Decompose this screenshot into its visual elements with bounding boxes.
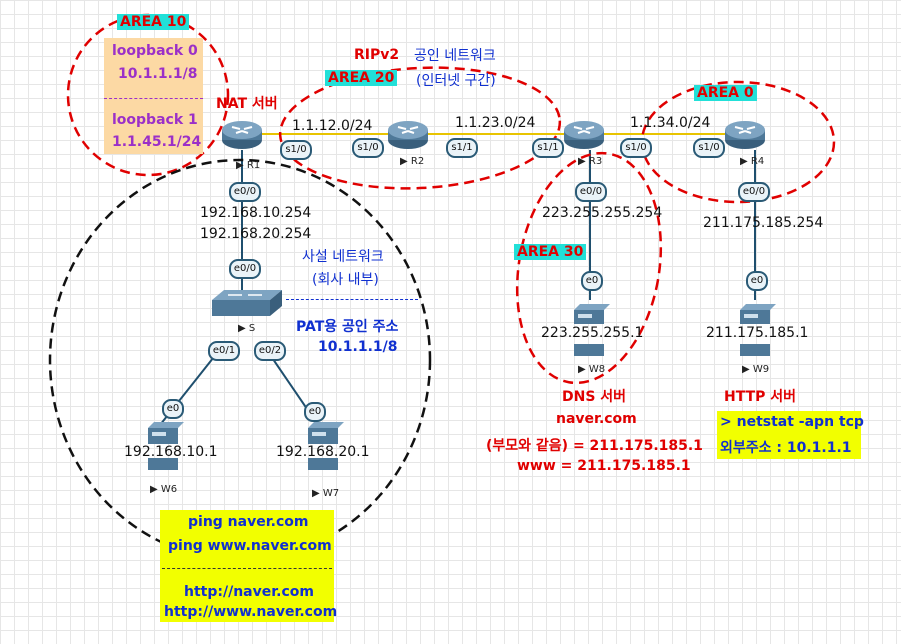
area20-label: AREA 20 — [325, 70, 398, 86]
network-1-1-34: 1.1.34.0/24 — [630, 115, 711, 131]
http-foreign-addr: 외부주소 : 10.1.1.1 — [720, 440, 852, 456]
area0-label: AREA 0 — [694, 85, 757, 101]
area20-ellipse — [278, 66, 562, 190]
router-r1-icon — [222, 121, 262, 149]
network-1-1-12: 1.1.12.0/24 — [292, 118, 373, 134]
w7-e0-port: e0 — [304, 402, 326, 422]
s-e0-1-port: e0/1 — [208, 341, 240, 361]
server-w7-icon — [308, 422, 344, 470]
pat-ip-label: 10.1.1.1/8 — [318, 339, 398, 355]
w8-e0-port: e0 — [581, 271, 603, 291]
test-divider — [162, 568, 332, 569]
r4-e0-0-port: e0/0 — [738, 182, 770, 202]
r3-e0-0-port: e0/0 — [575, 182, 607, 202]
r2-name: R2 — [410, 156, 425, 167]
r3-label: ▶ R3 — [578, 156, 603, 167]
area10-label: AREA 10 — [117, 14, 190, 30]
w9-e0-port: e0 — [746, 271, 768, 291]
area30-label: AREA 30 — [514, 244, 587, 260]
w8-ip: 223.255.255.1 — [541, 325, 644, 341]
http-title: HTTP 서버 — [724, 389, 797, 405]
w7-name: W7 — [322, 488, 340, 499]
server-w8-icon — [574, 304, 610, 356]
test-http-2: http://www.naver.com — [164, 604, 338, 620]
r4-ip: 211.175.185.254 — [703, 215, 824, 231]
w8-label: ▶ W8 — [578, 364, 606, 375]
private-net-label: 사설 네트워크 — [302, 249, 384, 265]
r1-ip-192-168-20: 192.168.20.254 — [200, 226, 312, 242]
http-command-box — [717, 411, 861, 459]
s-label: ▶ S — [238, 323, 256, 334]
r2-s1-1-port: s1/1 — [446, 138, 478, 158]
loopback0-ip: 10.1.1.1/8 — [118, 66, 198, 82]
s-e0-0-port: e0/0 — [229, 259, 261, 279]
company-inside-label: (회사 내부) — [312, 272, 379, 288]
w7-ip: 192.168.20.1 — [276, 444, 370, 460]
dns-domain: naver.com — [556, 411, 637, 427]
pat-divider — [286, 299, 418, 300]
w8-name: W8 — [588, 364, 606, 375]
s-name: S — [248, 323, 256, 334]
public-net-label: 공인 네트워크 — [414, 48, 496, 64]
r1-ip-192-168-10: 192.168.10.254 — [200, 205, 312, 221]
w9-label: ▶ W9 — [742, 364, 770, 375]
router-r4-icon — [725, 121, 765, 149]
ripv2-label: RIPv2 — [354, 47, 400, 63]
r4-name: R4 — [750, 156, 765, 167]
router-r2-icon — [388, 121, 428, 149]
test-ping-1: ping naver.com — [188, 514, 309, 530]
loopback0-name: loopback 0 — [112, 43, 198, 59]
r1-label: ▶ R1 — [236, 160, 261, 171]
r4-s1-0-port: s1/0 — [693, 138, 725, 158]
pat-public-label: PAT용 공인 주소 — [296, 319, 399, 335]
server-w9-icon — [740, 304, 776, 356]
loopback-divider — [104, 98, 203, 99]
test-http-1: http://naver.com — [184, 584, 314, 600]
w9-ip: 211.175.185.1 — [706, 325, 809, 341]
nat-server-label: NAT 서버 — [216, 96, 278, 112]
loopback1-ip: 1.1.45.1/24 — [112, 134, 202, 150]
s-e0-2-port: e0/2 — [254, 341, 286, 361]
loopback1-name: loopback 1 — [112, 112, 198, 128]
dns-title: DNS 서버 — [562, 389, 627, 405]
w9-name: W9 — [752, 364, 770, 375]
test-ping-2: ping www.naver.com — [168, 538, 332, 554]
internet-zone-label: (인터넷 구간) — [416, 73, 496, 89]
network-1-1-23: 1.1.23.0/24 — [455, 115, 536, 131]
w6-ip: 192.168.10.1 — [124, 444, 218, 460]
r1-e0-0-port: e0/0 — [229, 182, 261, 202]
w6-name: W6 — [160, 484, 178, 495]
dns-record-2: www = 211.175.185.1 — [517, 458, 691, 474]
http-netstat-cmd: > netstat -apn tcp — [720, 414, 864, 430]
links — [159, 133, 756, 426]
r1-name: R1 — [246, 160, 261, 171]
r4-label: ▶ R4 — [740, 156, 765, 167]
w6-label: ▶ W6 — [150, 484, 178, 495]
r2-s1-0-port: s1/0 — [352, 138, 384, 158]
dns-record-1: (부모와 같음) = 211.175.185.1 — [486, 438, 703, 454]
r3-s1-1-port: s1/1 — [532, 138, 564, 158]
r2-label: ▶ R2 — [400, 156, 425, 167]
loopback-box — [104, 38, 203, 154]
switch-s-icon — [212, 290, 282, 316]
router-r3-icon — [564, 121, 604, 149]
r3-s1-0-port: s1/0 — [620, 138, 652, 158]
server-w6-icon — [148, 422, 184, 470]
w6-e0-port: e0 — [162, 399, 184, 419]
r3-ip: 223.255.255.254 — [542, 205, 663, 221]
r1-s1-0-port: s1/0 — [280, 140, 312, 160]
test-command-box — [160, 510, 334, 622]
r3-name: R3 — [588, 156, 603, 167]
w7-label: ▶ W7 — [312, 488, 340, 499]
